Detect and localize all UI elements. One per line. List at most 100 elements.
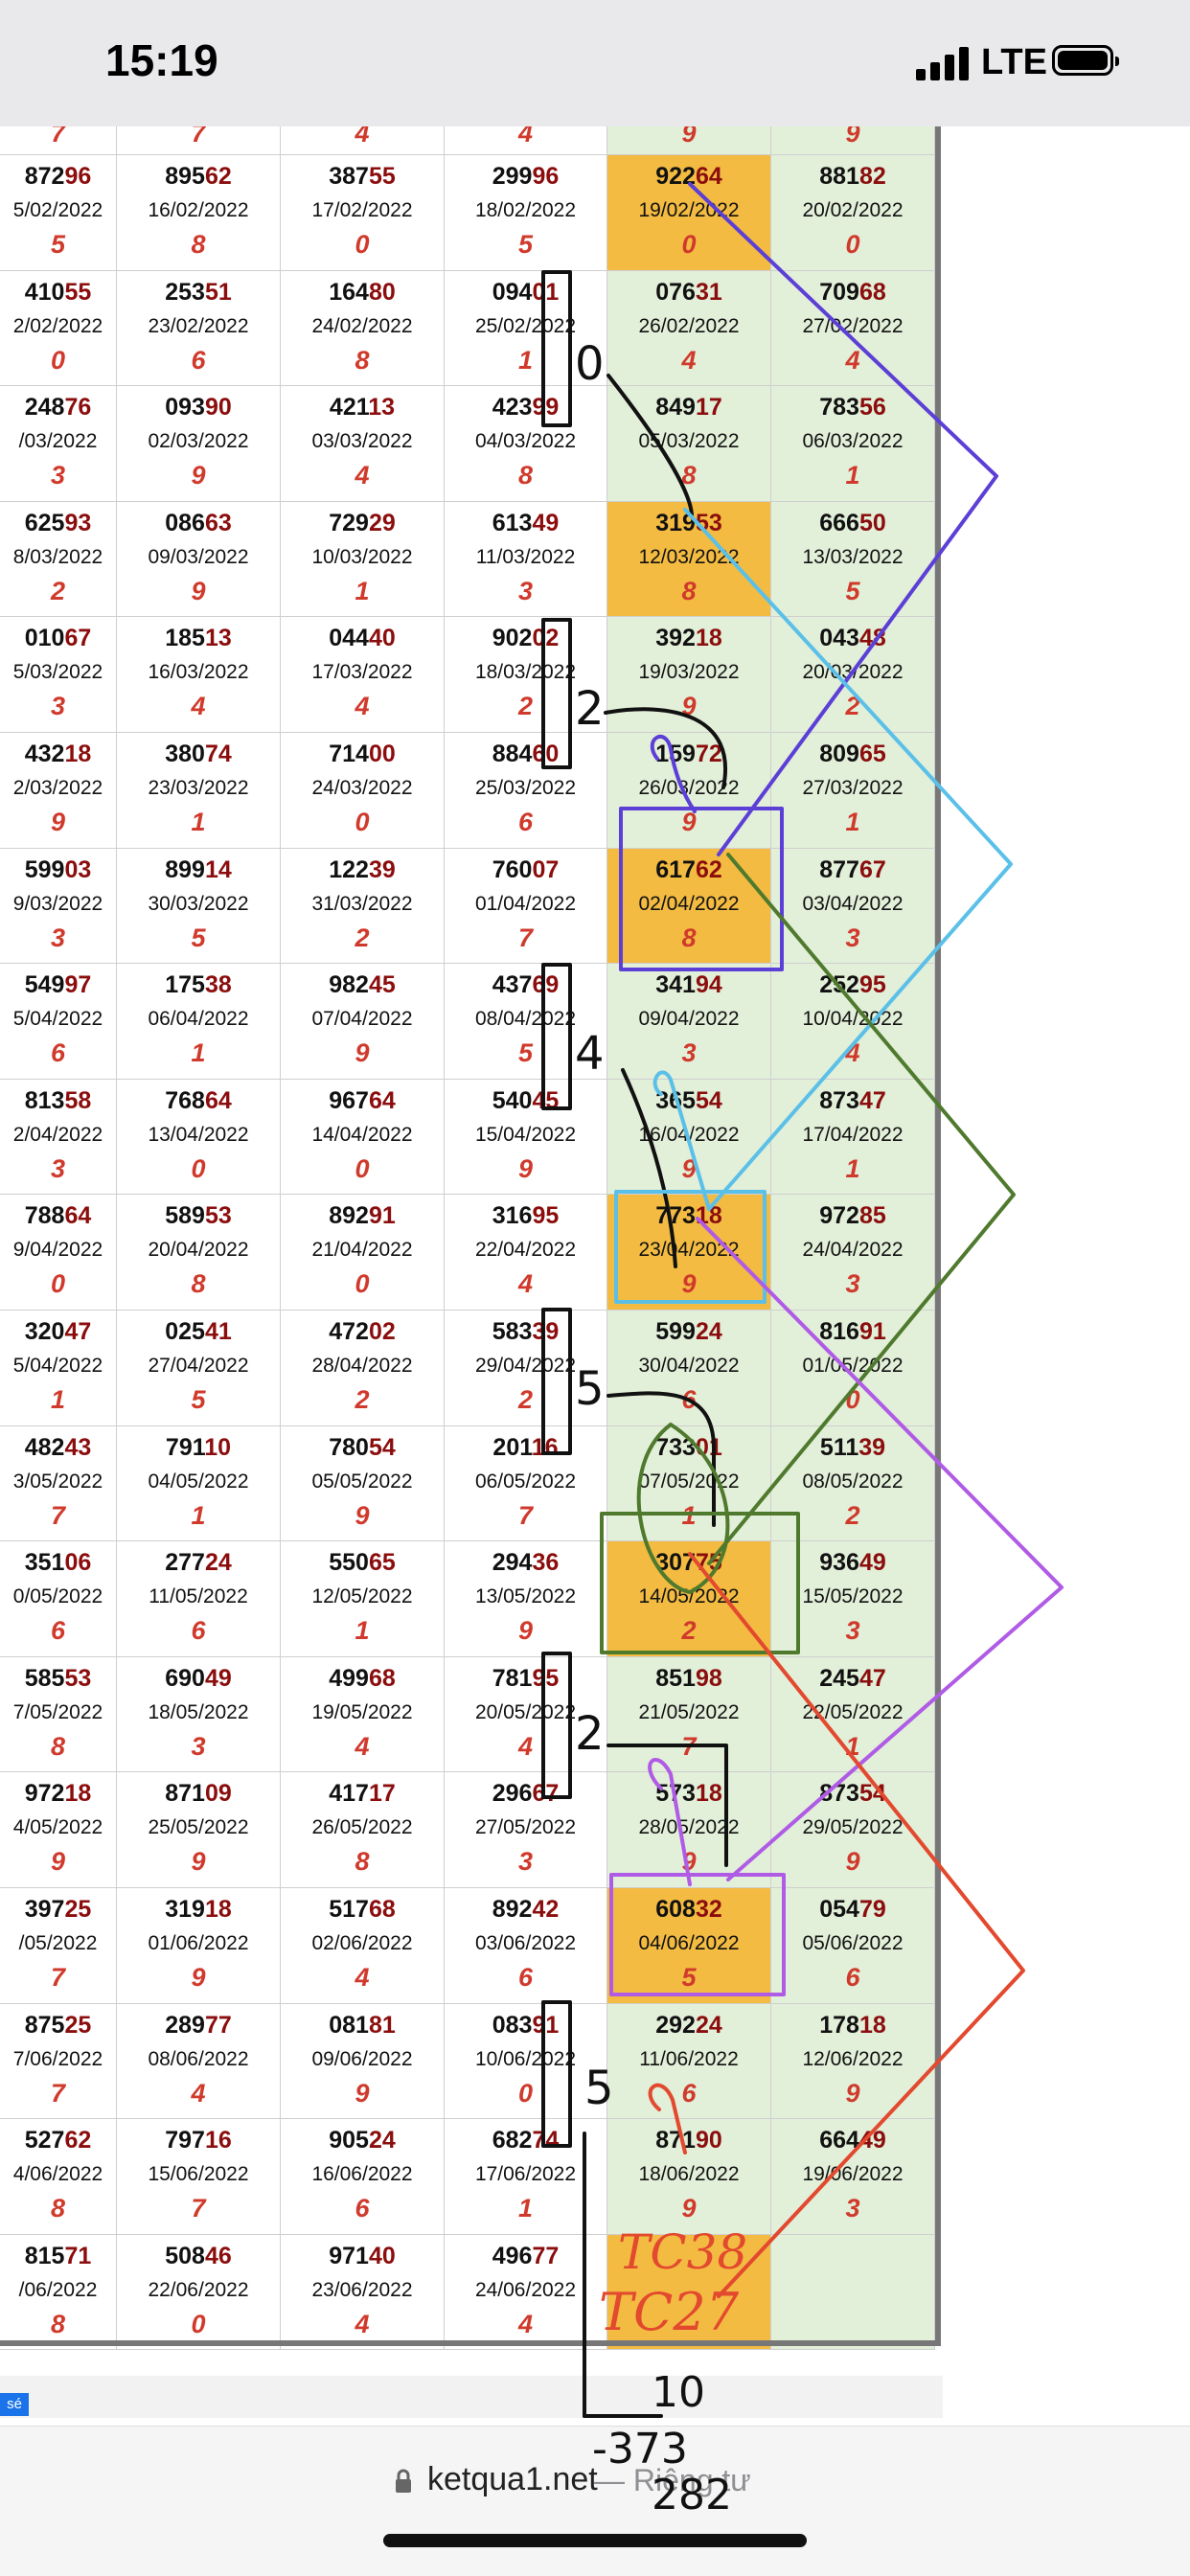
number-head: 044 xyxy=(329,625,369,652)
draw-date: /05/2022 xyxy=(18,1932,98,1954)
number-head: 851 xyxy=(655,1664,696,1692)
number-head: 873 xyxy=(819,1086,859,1114)
result-digit: 6 xyxy=(50,1616,66,1646)
number-head: 625 xyxy=(24,509,65,536)
lottery-number: 81691 xyxy=(771,1318,934,1346)
footer-badge[interactable]: sé xyxy=(0,2393,29,2416)
draw-date: 18/02/2022 xyxy=(474,199,577,221)
number-tail: 07 xyxy=(532,855,560,883)
result-digit: 2 xyxy=(517,1385,534,1414)
lottery-number: 25351 xyxy=(117,279,280,307)
draw-date: 31/03/2022 xyxy=(311,892,413,915)
draw-date: 12/06/2022 xyxy=(802,2047,904,2070)
number-head: 423 xyxy=(492,394,533,422)
browser-address-bar[interactable]: ketqua1.net — Riêng tư -373 282 xyxy=(0,2425,1190,2576)
number-tail: 55 xyxy=(368,163,396,190)
number-tail: 85 xyxy=(858,1202,886,1230)
home-indicator[interactable] xyxy=(383,2534,807,2547)
number-tail: 98 xyxy=(695,1664,722,1692)
result-digit: 4 xyxy=(517,126,534,148)
draw-date: 4/05/2022 xyxy=(12,1816,103,1839)
number-head: 550 xyxy=(329,1549,369,1577)
page-footer-strip xyxy=(0,2376,943,2418)
result-digit: 5 xyxy=(191,1385,206,1414)
draw-date: 16/06/2022 xyxy=(311,2163,413,2186)
result-digit: 1 xyxy=(845,461,860,490)
number-tail: 24 xyxy=(695,1318,722,1345)
number-head: 316 xyxy=(492,1202,533,1230)
draw-date: 13/05/2022 xyxy=(474,1585,577,1608)
lottery-number: 87190 xyxy=(607,2127,770,2154)
lottery-number: 34194 xyxy=(607,971,770,999)
number-head: 892 xyxy=(492,1896,533,1923)
result-digit: 9 xyxy=(191,461,206,490)
number-tail: 65 xyxy=(368,1549,396,1577)
number-tail: 96 xyxy=(532,163,560,190)
number-head: 086 xyxy=(165,509,205,536)
result-digit: 8 xyxy=(50,2309,66,2338)
result-digit: 9 xyxy=(681,1269,697,1299)
number-tail: 49 xyxy=(204,1664,232,1692)
number-tail: 80 xyxy=(368,278,396,306)
number-head: 816 xyxy=(819,1318,859,1345)
draw-date: 25/02/2022 xyxy=(474,314,577,337)
number-head: 892 xyxy=(329,1202,369,1230)
number-head: 899 xyxy=(165,855,205,883)
lottery-number: 57318 xyxy=(607,1780,770,1808)
number-tail: 56 xyxy=(858,394,886,422)
lottery-number: 79110 xyxy=(117,1434,280,1462)
result-digit: 4 xyxy=(517,1269,534,1299)
lottery-number: 76007 xyxy=(445,856,606,884)
number-tail: 95 xyxy=(532,1202,560,1230)
number-tail: 67 xyxy=(532,1780,560,1808)
draw-date: 10/03/2022 xyxy=(311,545,413,568)
number-tail: 47 xyxy=(858,1086,886,1114)
number-head: 010 xyxy=(24,625,65,652)
number-tail: 32 xyxy=(695,1896,722,1923)
result-digit: 0 xyxy=(355,1269,370,1299)
lock-icon xyxy=(396,2469,411,2493)
number-tail: 64 xyxy=(64,1202,92,1230)
lottery-number: 38074 xyxy=(117,741,280,768)
result-digit: 9 xyxy=(681,2194,697,2223)
draw-date: 05/05/2022 xyxy=(311,1470,413,1493)
number-tail: 53 xyxy=(64,1664,92,1692)
number-head: 083 xyxy=(492,2011,533,2039)
result-digit: 9 xyxy=(50,1847,66,1877)
number-tail: 13 xyxy=(368,394,396,422)
result-digit: 0 xyxy=(355,1153,370,1183)
number-head: 482 xyxy=(24,1433,65,1461)
lottery-number: 29996 xyxy=(445,163,606,191)
result-digit: 9 xyxy=(191,1847,206,1877)
draw-date: 11/06/2022 xyxy=(639,2047,739,2070)
lottery-number: 39725 xyxy=(0,1896,116,1924)
number-head: 791 xyxy=(165,1433,205,1461)
number-head: 320 xyxy=(24,1318,65,1345)
number-head: 245 xyxy=(819,1664,859,1692)
result-digit: 9 xyxy=(681,126,697,148)
number-tail: 54 xyxy=(695,1086,722,1114)
result-digit: 3 xyxy=(845,1269,860,1299)
annotation-label: 5 xyxy=(575,1362,605,1416)
number-tail: 99 xyxy=(532,394,560,422)
lottery-number: 04440 xyxy=(281,625,444,652)
url-text[interactable]: ketqua1.net xyxy=(427,2461,598,2497)
number-tail: 74 xyxy=(204,741,232,767)
number-head: 122 xyxy=(329,855,369,883)
draw-date: 27/02/2022 xyxy=(802,314,904,337)
number-tail: 94 xyxy=(695,971,722,999)
